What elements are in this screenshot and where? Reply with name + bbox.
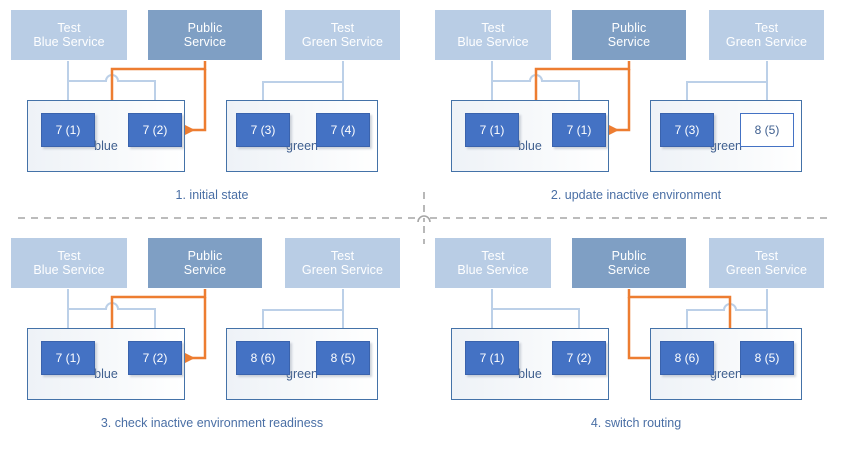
node-blue-1[interactable]: 7 (1) bbox=[465, 113, 519, 147]
divider-jump bbox=[417, 215, 431, 223]
public-service-box[interactable]: Public Service bbox=[572, 10, 686, 60]
node-green-1[interactable]: 8 (6) bbox=[236, 341, 290, 375]
service-label-line1: Test bbox=[754, 20, 779, 35]
service-label-line2: Green Service bbox=[301, 263, 384, 277]
service-label-line1: Test bbox=[754, 248, 779, 263]
service-label-line1: Public bbox=[611, 20, 647, 35]
env-label-blue: blue bbox=[518, 139, 542, 153]
node-green-1[interactable]: 7 (3) bbox=[660, 113, 714, 147]
panel-3-caption: 3. check inactive environment readiness bbox=[100, 416, 324, 430]
service-label-line1: Public bbox=[187, 20, 223, 35]
routing-arrow bbox=[601, 69, 631, 139]
node-blue-1[interactable]: 7 (1) bbox=[41, 341, 95, 375]
env-label-green: green bbox=[286, 139, 318, 153]
node-blue-2[interactable]: 7 (2) bbox=[128, 341, 182, 375]
service-label-line1: Test bbox=[330, 20, 355, 35]
public-service-box[interactable]: Public Service bbox=[572, 238, 686, 288]
service-label: Test Blue Service bbox=[457, 21, 528, 50]
node-green-2[interactable]: 8 (5) bbox=[740, 113, 794, 147]
node-blue-1[interactable]: 7 (1) bbox=[41, 113, 95, 147]
routing-arrow bbox=[177, 297, 207, 367]
service-label-line2: Service bbox=[607, 263, 651, 277]
panel-dividers bbox=[18, 192, 832, 244]
service-label-line2: Blue Service bbox=[33, 263, 105, 277]
test-blue-service-box[interactable]: Test Blue Service bbox=[435, 10, 551, 60]
routing-arrow bbox=[177, 69, 207, 139]
test-green-service-box[interactable]: Test Green Service bbox=[709, 238, 824, 288]
service-label: Test Green Service bbox=[726, 249, 807, 278]
service-label-line1: Test bbox=[330, 248, 355, 263]
service-label-line1: Test bbox=[57, 20, 81, 35]
service-label: Test Blue Service bbox=[33, 21, 104, 50]
service-label: Public Service bbox=[184, 21, 226, 50]
node-green-1[interactable]: 7 (3) bbox=[236, 113, 290, 147]
service-label-line1: Public bbox=[187, 248, 223, 263]
panel-2-caption: 2. update inactive environment bbox=[550, 188, 722, 202]
service-label: Public Service bbox=[608, 249, 650, 278]
service-label-line2: Green Service bbox=[725, 263, 808, 277]
service-label: Test Blue Service bbox=[457, 249, 528, 278]
panel-1-caption: 1. initial state bbox=[175, 188, 249, 202]
service-label-line2: Service bbox=[183, 263, 227, 277]
service-label: Test Blue Service bbox=[33, 249, 104, 278]
node-green-1[interactable]: 8 (6) bbox=[660, 341, 714, 375]
env-label-green: green bbox=[710, 367, 742, 381]
public-service-box[interactable]: Public Service bbox=[148, 10, 262, 60]
test-green-service-box[interactable]: Test Green Service bbox=[285, 238, 400, 288]
service-label: Test Green Service bbox=[302, 21, 383, 50]
service-label-line2: Blue Service bbox=[457, 263, 529, 277]
service-label: Test Green Service bbox=[302, 249, 383, 278]
test-green-service-box[interactable]: Test Green Service bbox=[709, 10, 824, 60]
node-blue-1[interactable]: 7 (1) bbox=[465, 341, 519, 375]
node-green-2[interactable]: 8 (5) bbox=[316, 341, 370, 375]
node-blue-2[interactable]: 7 (2) bbox=[128, 113, 182, 147]
env-label-green: green bbox=[286, 367, 318, 381]
service-label-line1: Public bbox=[611, 248, 647, 263]
service-label: Public Service bbox=[184, 249, 226, 278]
service-label: Test Green Service bbox=[726, 21, 807, 50]
env-label-blue: blue bbox=[94, 139, 118, 153]
test-blue-service-box[interactable]: Test Blue Service bbox=[435, 238, 551, 288]
node-blue-2[interactable]: 7 (2) bbox=[552, 341, 606, 375]
service-label-line2: Blue Service bbox=[457, 35, 529, 49]
service-label-line2: Green Service bbox=[725, 35, 808, 49]
routing-arrow bbox=[627, 297, 669, 367]
service-label: Public Service bbox=[608, 21, 650, 50]
env-label-blue: blue bbox=[518, 367, 542, 381]
panel-4-caption: 4. switch routing bbox=[590, 416, 682, 430]
public-service-box[interactable]: Public Service bbox=[148, 238, 262, 288]
service-label-line2: Service bbox=[183, 35, 227, 49]
service-label-line2: Blue Service bbox=[33, 35, 105, 49]
test-green-service-box[interactable]: Test Green Service bbox=[285, 10, 400, 60]
service-label-line1: Test bbox=[481, 20, 505, 35]
test-blue-service-box[interactable]: Test Blue Service bbox=[11, 10, 127, 60]
panel-1-connectors bbox=[66, 61, 357, 139]
node-green-2[interactable]: 7 (4) bbox=[316, 113, 370, 147]
service-label-line1: Test bbox=[57, 248, 81, 263]
service-label-line2: Service bbox=[607, 35, 651, 49]
env-label-green: green bbox=[710, 139, 742, 153]
node-green-2[interactable]: 8 (5) bbox=[740, 341, 794, 375]
node-blue-2[interactable]: 7 (1) bbox=[552, 113, 606, 147]
service-label-line2: Green Service bbox=[301, 35, 384, 49]
test-blue-service-box[interactable]: Test Blue Service bbox=[11, 238, 127, 288]
service-label-line1: Test bbox=[481, 248, 505, 263]
env-label-blue: blue bbox=[94, 367, 118, 381]
